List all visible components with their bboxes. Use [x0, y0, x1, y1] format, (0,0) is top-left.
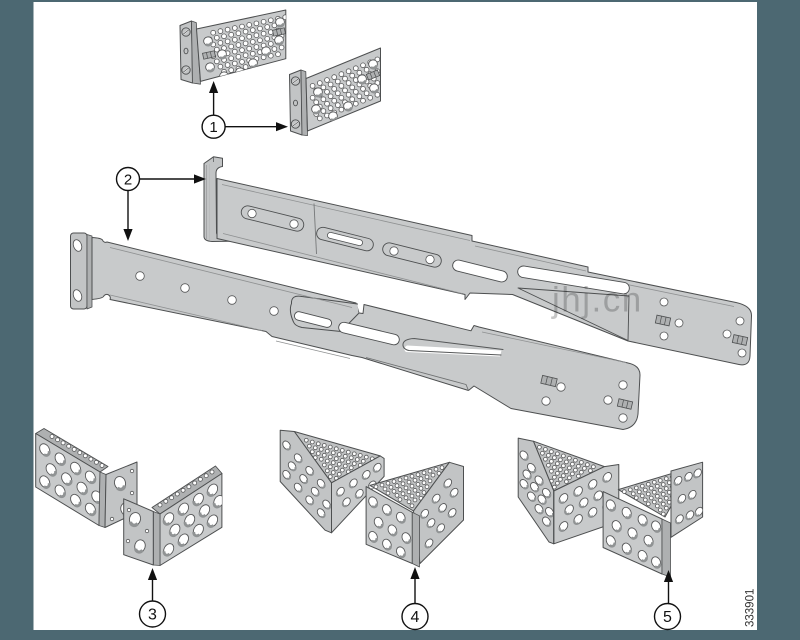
- svg-text:1: 1: [209, 119, 217, 136]
- svg-text:jhj.cn: jhj.cn: [551, 281, 643, 320]
- svg-text:4: 4: [411, 609, 420, 626]
- svg-text:2: 2: [124, 171, 132, 188]
- svg-text:333901: 333901: [745, 589, 757, 627]
- svg-text:5: 5: [663, 609, 672, 626]
- svg-text:3: 3: [148, 607, 157, 624]
